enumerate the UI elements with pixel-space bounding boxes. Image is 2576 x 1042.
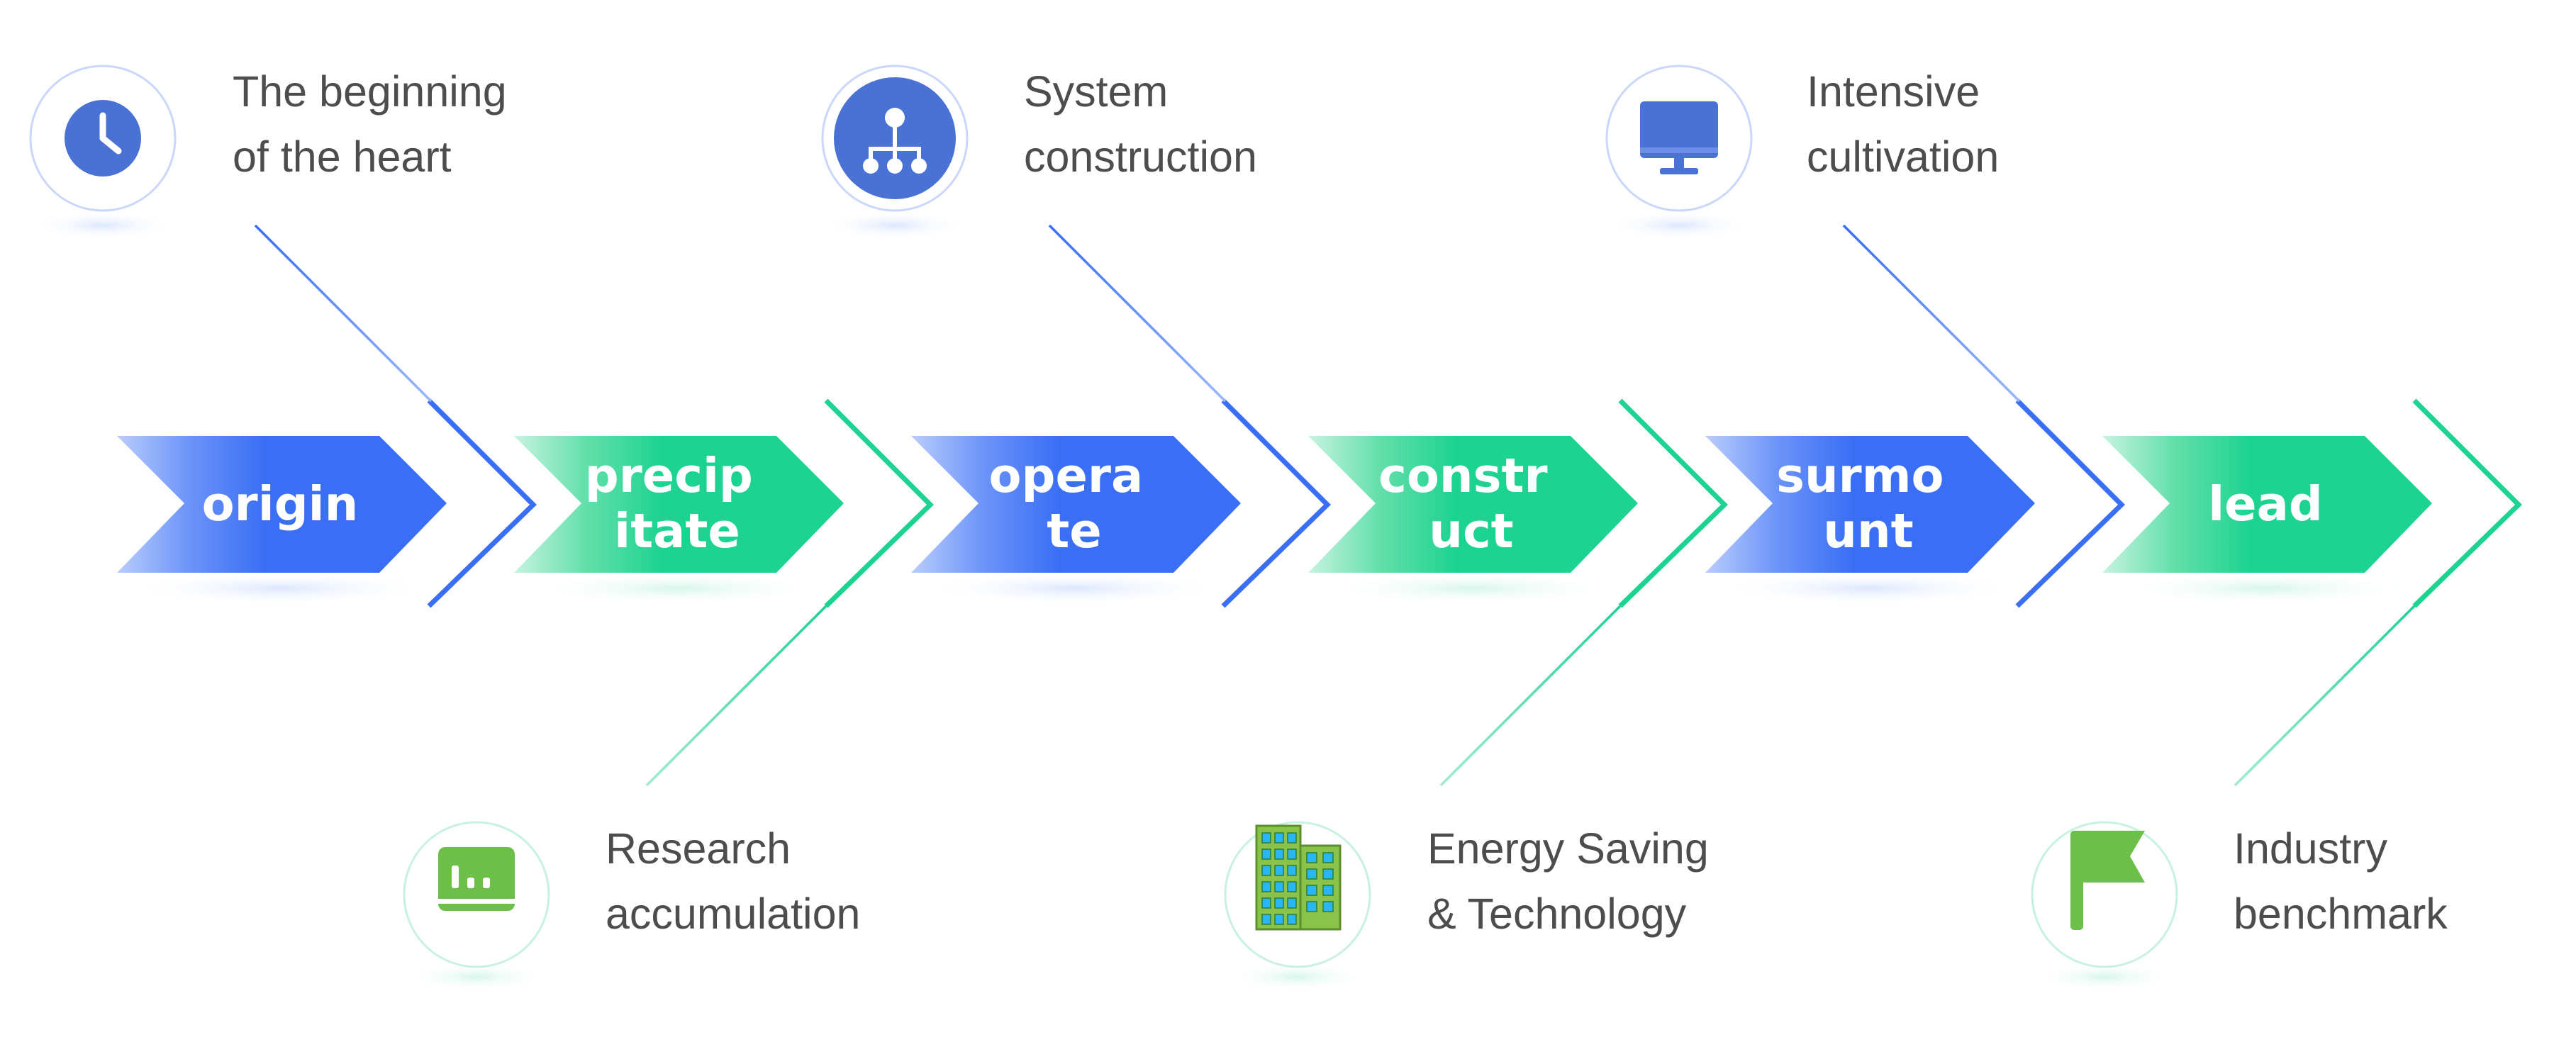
stage-label: precip itate: [585, 448, 769, 559]
connector-line: [2234, 605, 2416, 787]
milestone-intensive-label: Intensive cultivation: [1807, 67, 1999, 181]
milestone-research-label: Research accumulation: [606, 824, 860, 938]
stage-operate-bracket: [1221, 398, 1331, 608]
hierarchy-icon: [834, 77, 956, 199]
milestone-industry-label: Industry benchmark: [2234, 824, 2448, 938]
connector-line: [1842, 224, 2021, 403]
stage-construct-bracket: [1618, 398, 1728, 608]
stage-surmount-bracket: [2015, 398, 2125, 608]
building-icon: [1255, 824, 1342, 931]
milestone-system-label: System construction: [1024, 67, 1257, 181]
stage-operate: opera te: [911, 398, 1331, 608]
stage-label: opera te: [988, 448, 1159, 559]
stage-label: lead: [2208, 476, 2323, 532]
milestone-intensive: [1605, 65, 1753, 240]
stage-precipitate: precip itate: [514, 398, 934, 608]
chart-board-icon: [438, 847, 515, 911]
stage-label: origin: [202, 476, 359, 532]
milestone-research: [403, 821, 550, 991]
milestone-energy: [1224, 821, 1371, 991]
milestone-energy-label: Energy Saving & Technology: [1427, 824, 1721, 938]
stage-precipitate-bracket: [824, 398, 934, 608]
stage-label: surmo unt: [1776, 448, 1961, 559]
connector-line: [645, 605, 827, 787]
stage-label: constr uct: [1378, 448, 1564, 559]
stage-origin: origin: [117, 398, 537, 608]
milestone-beginning-label: The beginning of the heart: [233, 67, 519, 181]
stage-surmount: surmo unt: [1705, 398, 2125, 608]
milestone-beginning: [29, 65, 177, 240]
connector-line: [1048, 224, 1227, 403]
flag-icon: [2070, 831, 2145, 930]
monitor-icon: [1640, 101, 1718, 174]
stage-construct: constr uct: [1308, 398, 1728, 608]
connector-line: [1439, 605, 1622, 787]
stage-origin-bracket: [427, 398, 537, 608]
milestone-system: [821, 65, 969, 240]
stage-lead: lead: [2102, 398, 2522, 608]
clock-icon: [65, 100, 141, 177]
stage-lead-bracket: [2412, 398, 2522, 608]
connector-line: [254, 224, 433, 403]
milestone-industry: [2031, 821, 2178, 991]
